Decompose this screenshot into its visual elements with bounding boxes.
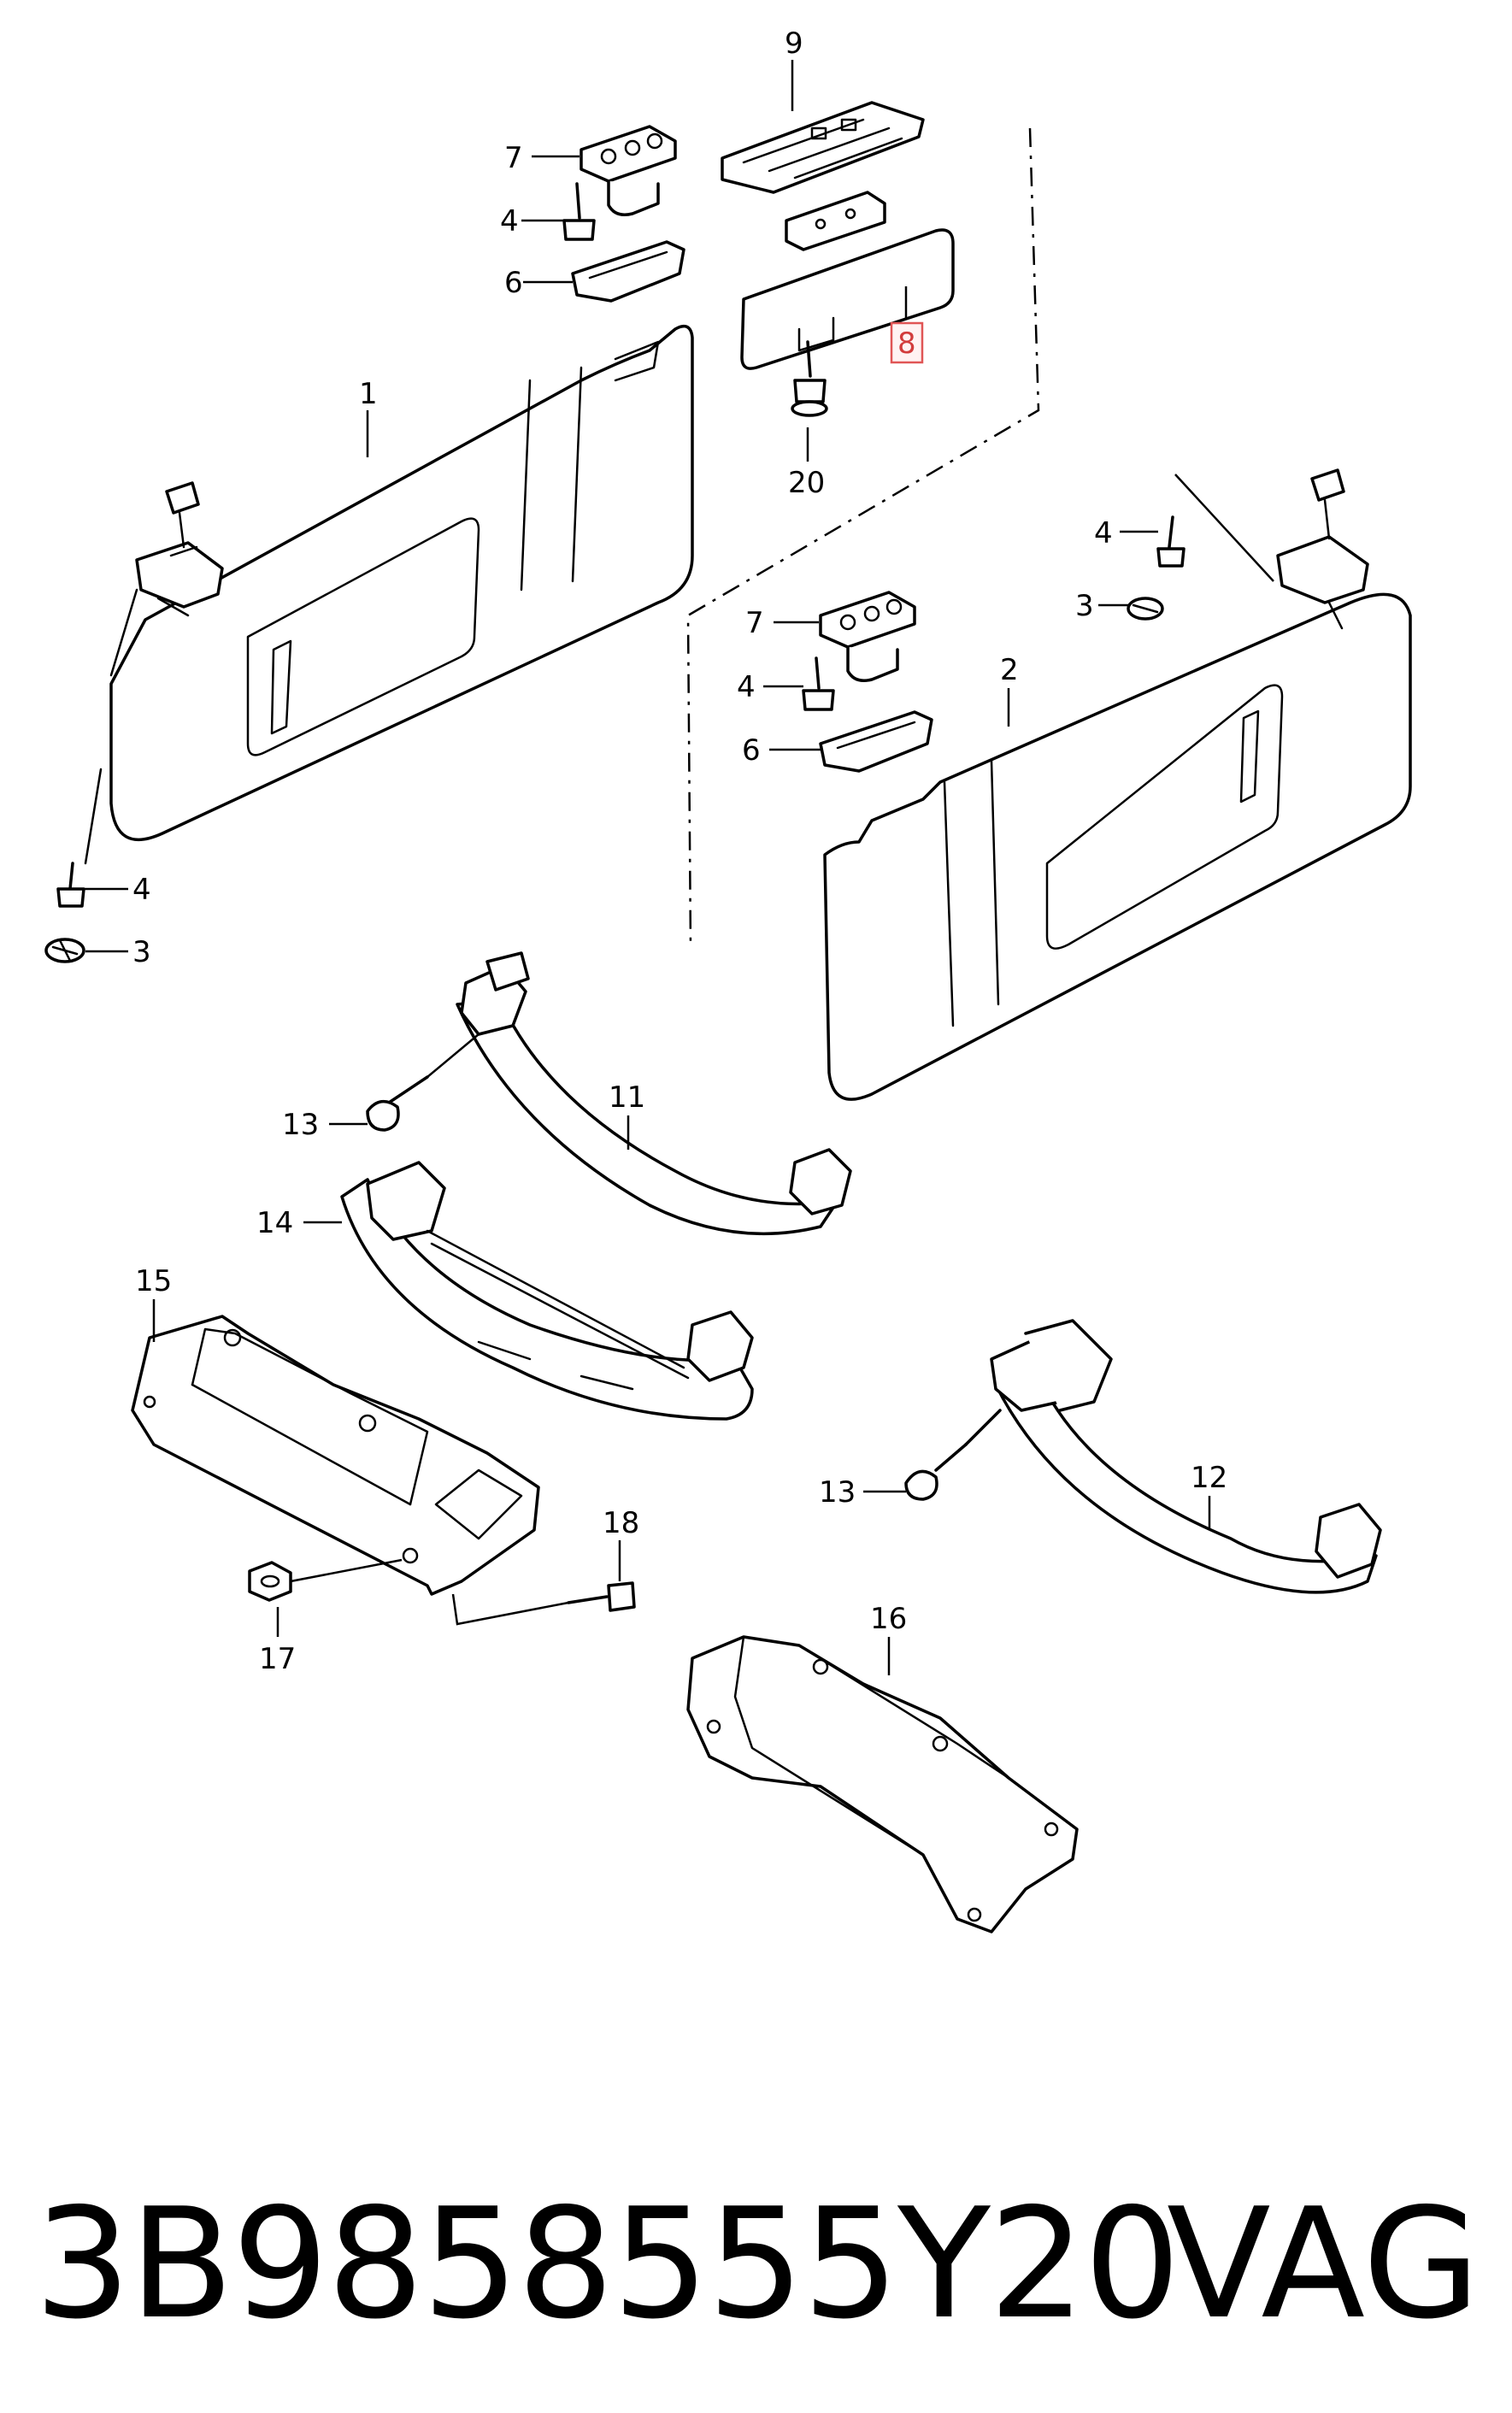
part-14-grab-handle-bar	[340, 1161, 754, 1421]
part-7-clip-top	[580, 125, 677, 216]
callout-7-mid: 7	[745, 606, 764, 640]
part-number-label: 3B9858555Y20	[34, 2175, 1180, 2352]
callout-13-upper: 13	[282, 1108, 319, 1142]
leader-17-to-bracket	[290, 1558, 403, 1583]
callout-11: 11	[609, 1080, 645, 1115]
callout-2: 2	[1000, 653, 1019, 687]
part-4-screw-right	[1156, 515, 1185, 568]
callout-6-top: 6	[504, 266, 523, 300]
part-8-vanity-mirror	[740, 191, 955, 370]
callout-6-mid: 6	[742, 733, 761, 768]
callout-8: 8	[897, 327, 916, 361]
callout-15: 15	[135, 1264, 172, 1298]
callout-labels: 9 7 4 6 8 20 1 4 3 4 3 2 7 4 6 13 11 14 …	[132, 26, 1227, 1676]
brand-label: VAG	[1167, 2175, 1480, 2352]
part-16-bracket-right	[686, 1635, 1079, 1933]
assembly-dashed-outline	[686, 127, 1040, 950]
part-17-nut	[248, 1561, 292, 1602]
callout-18: 18	[603, 1506, 639, 1540]
part-9-mirror-plate	[721, 101, 925, 194]
part-7-clip-mid	[819, 591, 916, 682]
callout-13-right: 13	[819, 1475, 856, 1510]
callout-4-left: 4	[132, 873, 151, 907]
leader-lines	[77, 60, 1211, 1675]
part-13-screw-upper	[366, 1075, 429, 1132]
callout-14: 14	[256, 1206, 293, 1240]
callout-9: 9	[785, 26, 803, 61]
part-2-right-sun-visor	[823, 468, 1412, 1101]
callout-3-left: 3	[132, 935, 151, 969]
part-11-grab-handle	[426, 951, 852, 1236]
callout-8-highlight-box	[890, 321, 924, 364]
part-3-clip-right	[1127, 597, 1164, 621]
part-1-left-sun-visor	[84, 324, 694, 865]
part-3-clip-left	[44, 938, 85, 963]
callout-4-top: 4	[500, 204, 519, 238]
part-4-screw-mid	[802, 656, 835, 711]
callout-3-right: 3	[1075, 589, 1094, 623]
part-4-screw-left	[56, 862, 85, 908]
callout-4-right: 4	[1094, 516, 1113, 550]
callout-4-mid: 4	[737, 670, 756, 704]
part-20-screw	[791, 340, 828, 417]
callout-20: 20	[788, 466, 825, 500]
part-15-bracket-left	[131, 1315, 540, 1596]
part-18-bolt	[567, 1581, 636, 1612]
part-6-cover-top	[571, 240, 685, 303]
callout-7-top: 7	[504, 141, 523, 175]
part-13-screw-right	[904, 1409, 1002, 1501]
part-4-screw-top	[562, 182, 596, 241]
leader-18-bracket-line	[451, 1593, 569, 1626]
callout-1: 1	[359, 377, 378, 411]
part-6-cover-mid	[819, 710, 933, 773]
callout-17: 17	[259, 1642, 296, 1676]
callout-16: 16	[870, 1602, 907, 1636]
callout-12: 12	[1191, 1461, 1227, 1495]
leader-4-right-to-visor	[1174, 474, 1274, 582]
part-12-grab-handle-right	[990, 1319, 1382, 1594]
